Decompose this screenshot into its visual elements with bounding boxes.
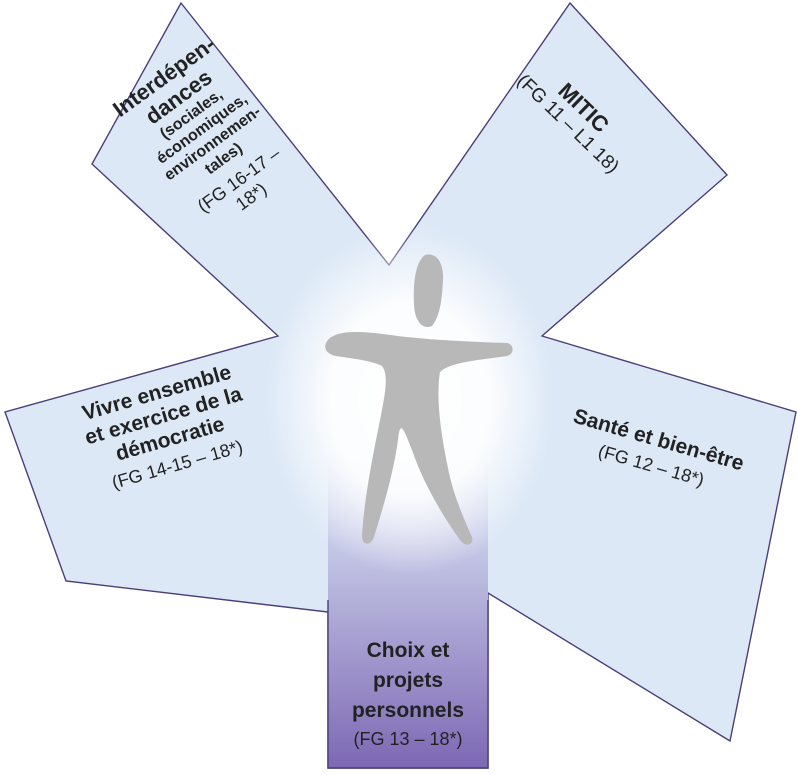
choix-code: (FG 13 – 18*) (353, 729, 463, 749)
choix-title-line1: Choix et (366, 639, 450, 662)
arm-choix-label: Choix et projets personnels (FG 13 – 18*… (318, 636, 498, 752)
choix-title-line3: personnels (351, 699, 465, 722)
choix-title-line2: projets (372, 669, 443, 692)
human-figure-icon (325, 254, 513, 545)
